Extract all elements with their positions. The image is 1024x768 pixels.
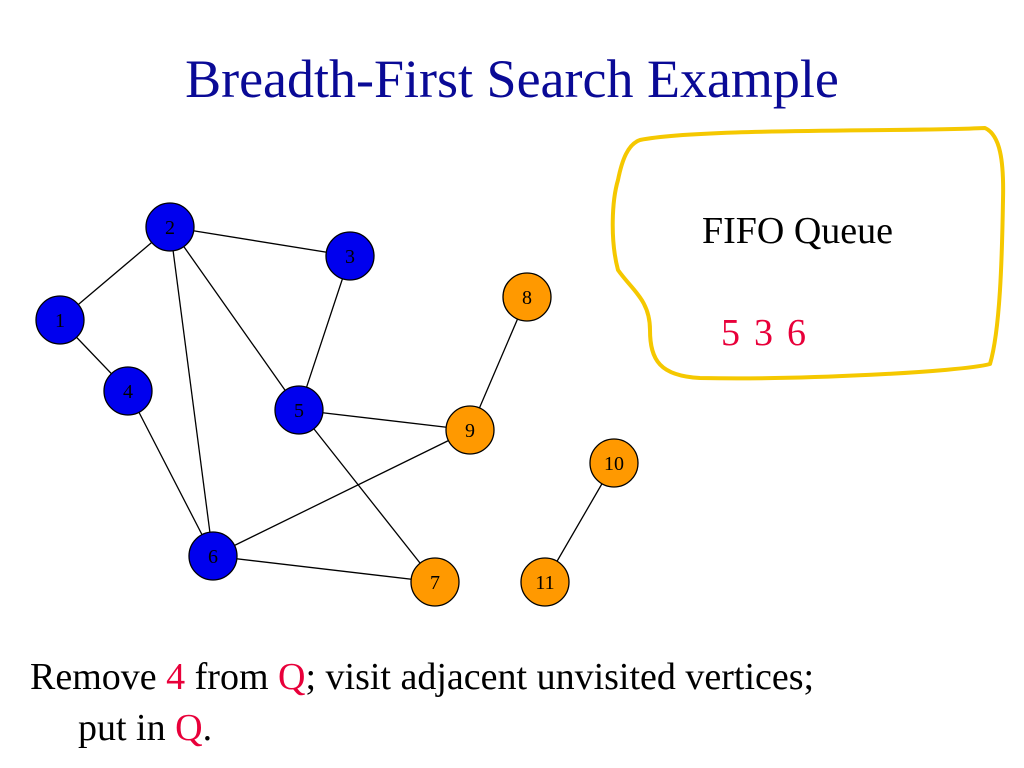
- edge-5-9: [298, 409, 471, 431]
- vertex-label: 7: [430, 572, 440, 594]
- vertex-label: 5: [294, 400, 304, 422]
- vertex-label: 10: [604, 453, 624, 475]
- queue-symbol: Q: [278, 656, 306, 698]
- queue-item: 5: [721, 312, 740, 354]
- vertex-3: 3: [325, 231, 375, 281]
- vertex-2: 2: [145, 202, 195, 252]
- vertex-label: 2: [165, 217, 175, 239]
- vertex-circle: [502, 272, 552, 322]
- vertex-label: 8: [522, 287, 532, 309]
- vertex-circle: [325, 231, 375, 281]
- vertex-circle: [188, 531, 238, 581]
- edge-2-5: [169, 226, 300, 411]
- slide-title: Breadth-First Search Example: [185, 49, 839, 109]
- vertex-label: 3: [345, 246, 355, 268]
- edge-2-6: [169, 226, 214, 557]
- vertex-circle: [274, 385, 324, 435]
- queue-item: 3: [754, 312, 773, 354]
- caption-line-2: put in Q.: [78, 707, 213, 750]
- caption: Remove 4 from Q; visit adjacent unvisite…: [30, 652, 814, 755]
- vertex-7: 7: [410, 557, 460, 607]
- caption-line-1: Remove 4 from Q; visit adjacent unvisite…: [30, 656, 815, 698]
- vertex-8: 8: [502, 272, 552, 322]
- edge-6-7: [212, 555, 436, 583]
- vertex-circle: [410, 557, 460, 607]
- queue-symbol: Q: [175, 707, 203, 750]
- vertex-label: 1: [55, 310, 65, 332]
- edge-6-9: [212, 429, 471, 557]
- vertex-9: 9: [445, 405, 495, 455]
- vertex-label: 6: [208, 546, 218, 568]
- removed-vertex: 4: [166, 656, 186, 698]
- edge-5-7: [298, 409, 436, 583]
- edge-4-6: [127, 390, 214, 557]
- vertex-11: 11: [520, 557, 570, 607]
- vertex-label: 9: [465, 420, 475, 442]
- vertex-circle: [145, 202, 195, 252]
- vertex-circle: [103, 366, 153, 416]
- vertex-1: 1: [35, 295, 85, 345]
- edge-2-3: [169, 226, 351, 257]
- vertex-circle: [35, 295, 85, 345]
- queue-border: [610, 126, 1006, 381]
- vertex-circle: [589, 438, 639, 488]
- queue-title: FIFO Queue: [702, 210, 894, 252]
- vertex-circle: [445, 405, 495, 455]
- vertex-label: 4: [123, 381, 133, 403]
- vertex-5: 5: [274, 385, 324, 435]
- queue-item: 6: [787, 312, 806, 354]
- vertex-label: 11: [535, 572, 554, 594]
- vertex-circle: [520, 557, 570, 607]
- vertex-10: 10: [589, 438, 639, 488]
- vertex-4: 4: [103, 366, 153, 416]
- edge-3-5: [298, 255, 351, 411]
- vertex-6: 6: [188, 531, 238, 581]
